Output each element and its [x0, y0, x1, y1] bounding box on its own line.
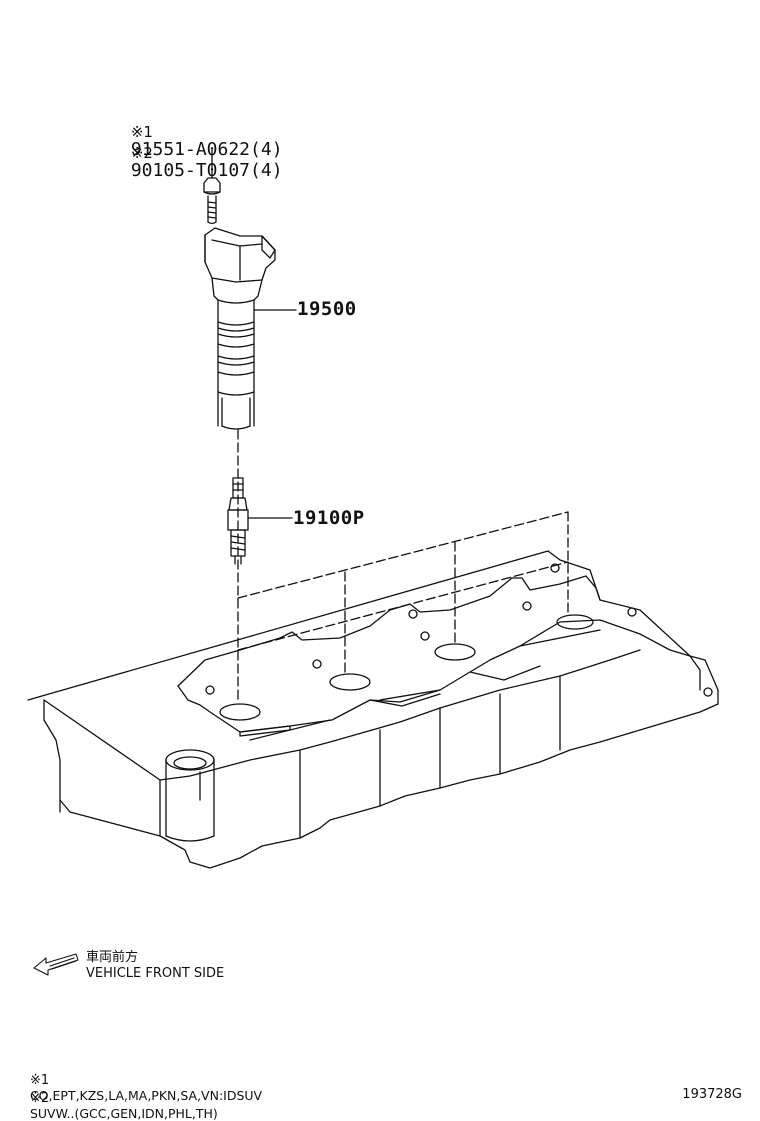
- footnote-1: ※1 CO,EPT,KZS,LA,MA,PKN,SA,VN:IDSUV: [22, 1057, 262, 1103]
- coil-part-number: 19500: [297, 298, 357, 320]
- bolt-part-number-2: 90105-T0107(4): [130, 160, 283, 181]
- footnote-2: ※2 SUVW..(GCC,GEN,IDN,PHL,TH): [22, 1075, 218, 1121]
- bolt-part-number-1: 91551-A0622(4): [130, 139, 283, 160]
- cylinder-head-cover: [27, 550, 719, 869]
- bolt-callout-1: ※1 91551-A0622(4): [120, 107, 283, 159]
- bolt: [203, 149, 221, 225]
- footnote-text-1: CO,EPT,KZS,LA,MA,PKN,SA,VN:IDSUV: [29, 1088, 263, 1103]
- footnote-text-2: SUVW..(GCC,GEN,IDN,PHL,TH): [29, 1106, 218, 1121]
- diagram-code: 193728G: [682, 1087, 742, 1102]
- note-mark-1: ※1: [130, 123, 153, 141]
- front-side-label-jp: 車両前方: [86, 950, 139, 965]
- assembly-reference-lines: [237, 429, 569, 703]
- note-mark-2: ※2: [130, 144, 153, 162]
- front-side-label-en: VEHICLE FRONT SIDE: [86, 966, 225, 981]
- footnote-mark-2: ※2: [29, 1091, 50, 1106]
- vehicle-front-arrow-icon: [33, 953, 79, 976]
- ignition-coil: [204, 227, 276, 430]
- spark-plug: [227, 477, 249, 565]
- footnote-mark-1: ※1: [29, 1073, 50, 1088]
- bolt-callout-2: ※2 90105-T0107(4): [120, 128, 283, 180]
- plug-part-number: 19100P: [293, 507, 365, 529]
